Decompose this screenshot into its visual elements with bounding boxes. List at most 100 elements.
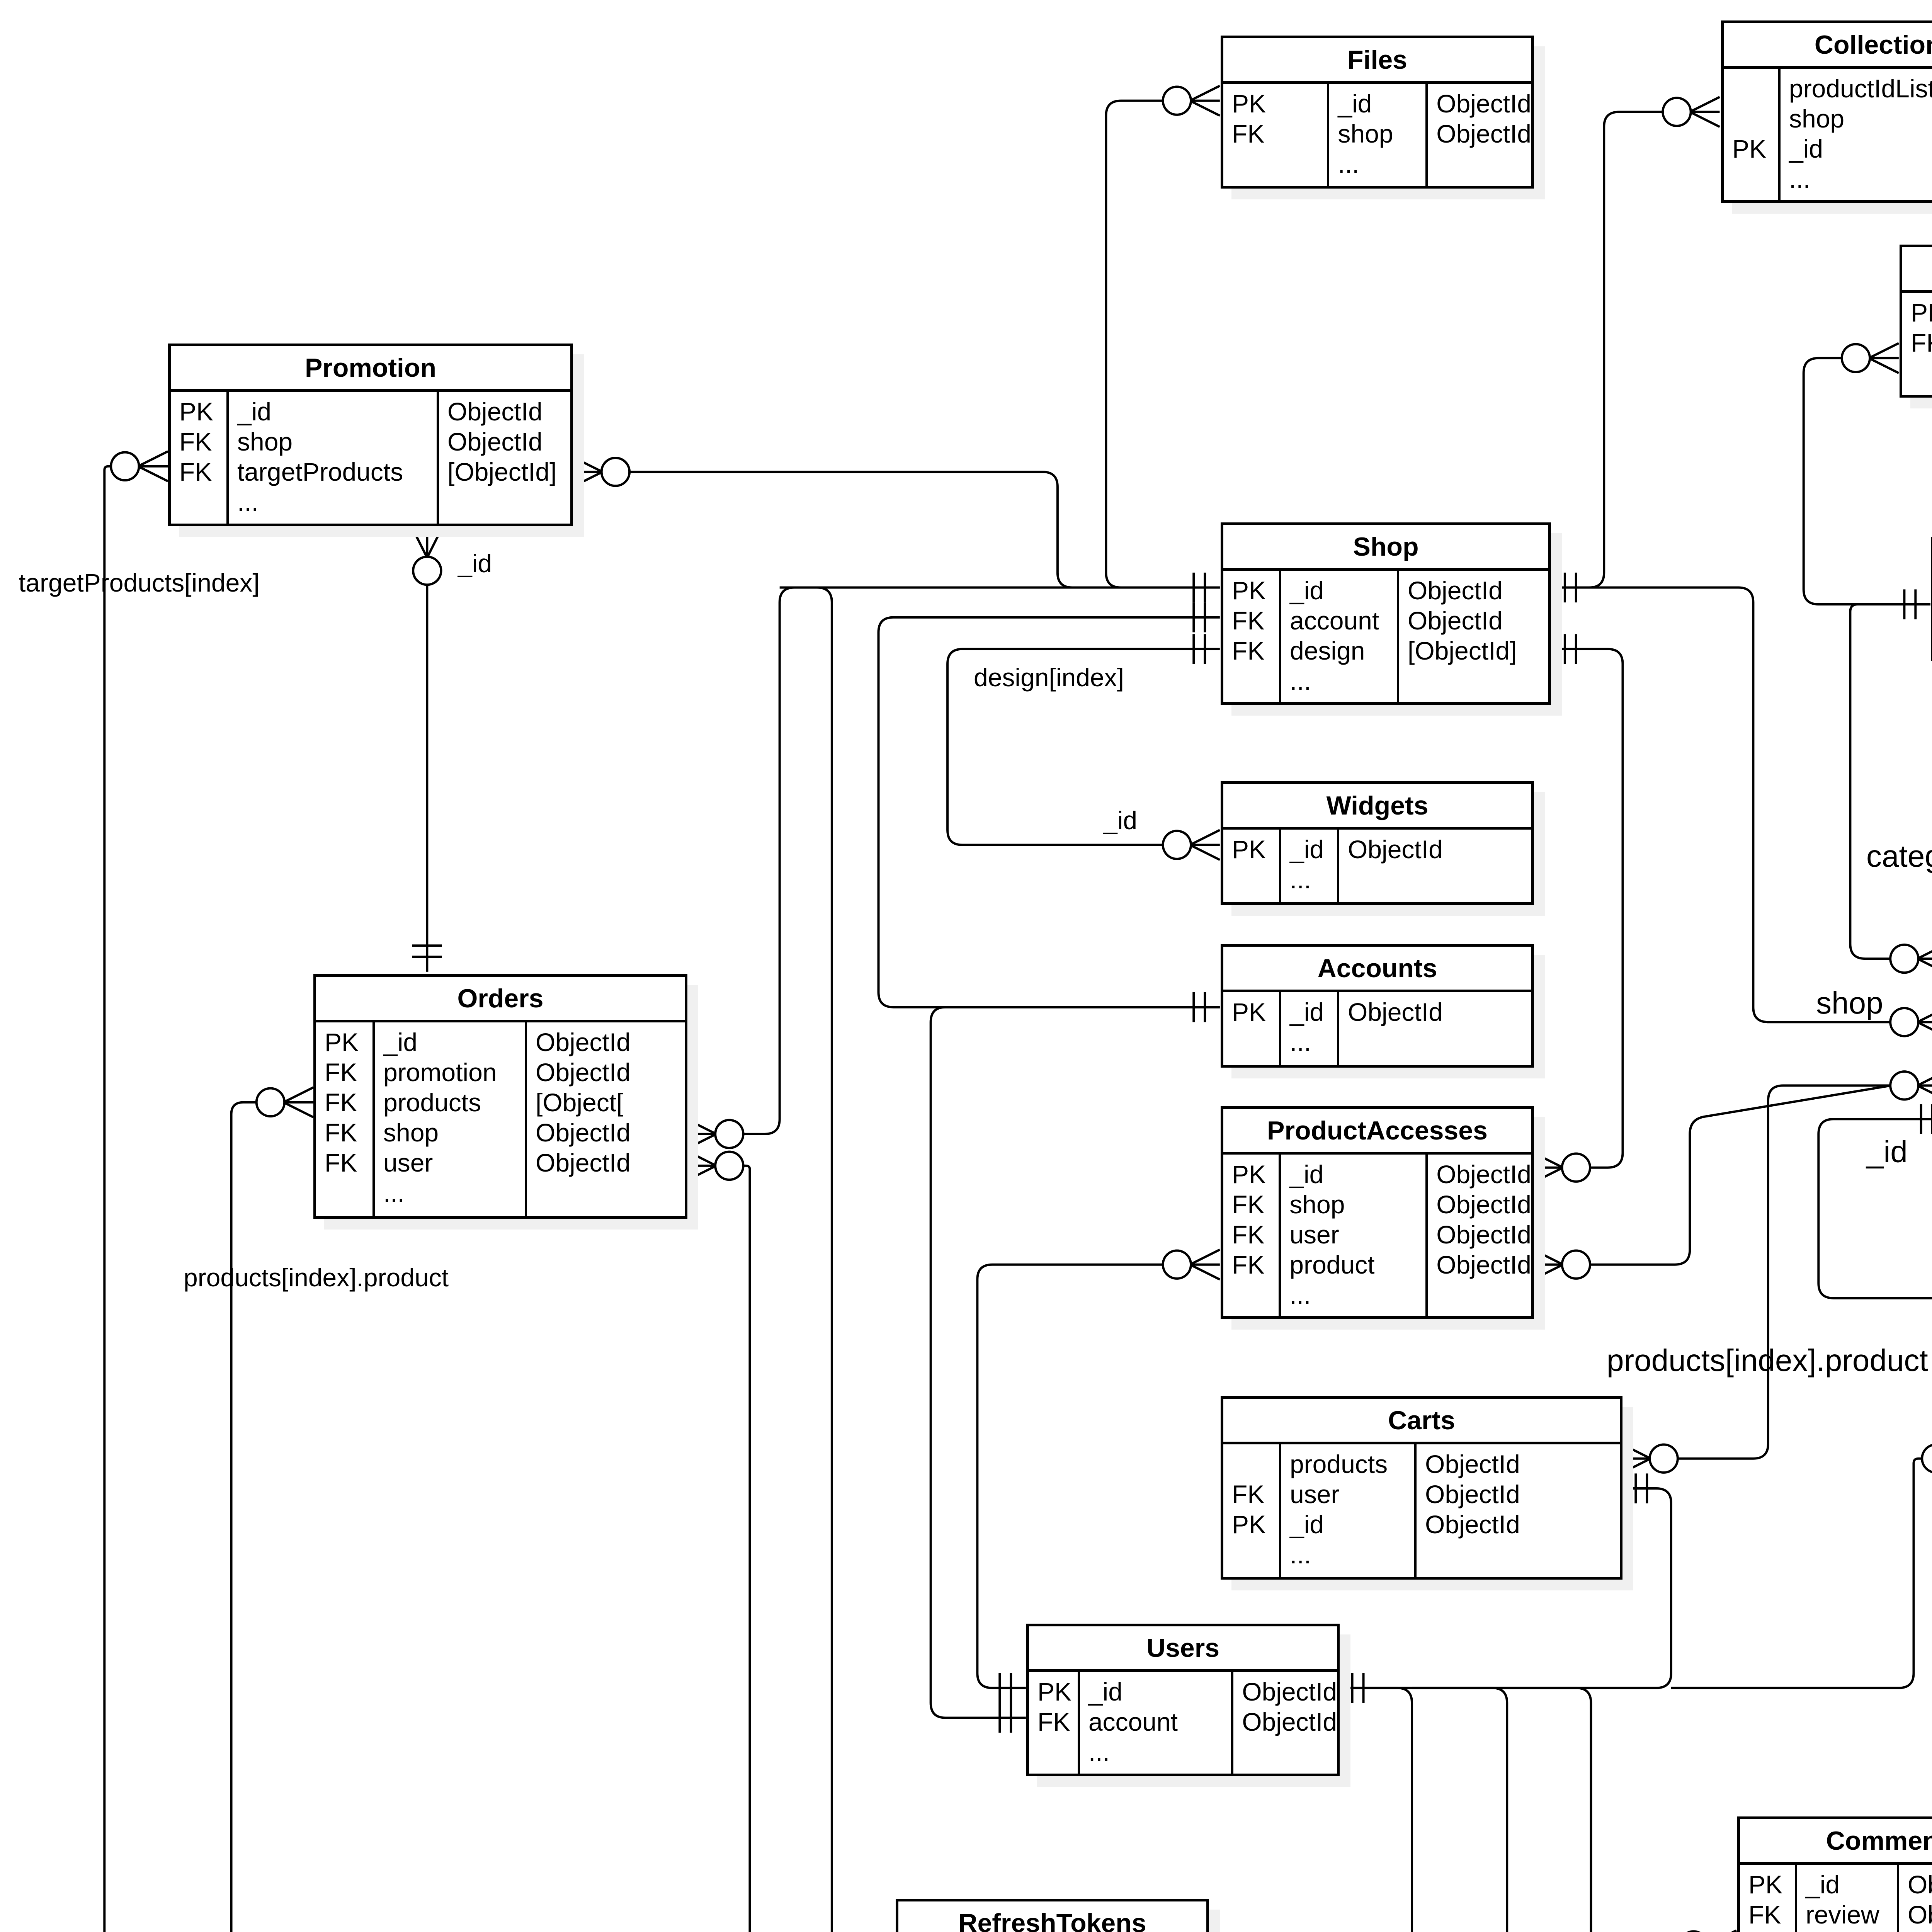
crows-foot-icon	[1689, 111, 1720, 128]
field-key	[1232, 1280, 1279, 1310]
entity-sub-categories[interactable]: SubCategoriesPKFK_idcategory...ObjectIdO…	[1900, 245, 1932, 398]
crows-foot-icon	[1189, 829, 1221, 846]
field-type: ObjectId	[1436, 89, 1531, 118]
field-type: [Object[	[536, 1088, 624, 1117]
label-shop: shop	[1816, 986, 1883, 1020]
field-key: FK	[1232, 606, 1265, 635]
zero-optional-icon	[1889, 1070, 1920, 1101]
field-name: user	[1806, 1930, 1897, 1932]
field-key: PK	[1748, 1870, 1783, 1899]
field-name: shop	[383, 1118, 439, 1147]
entity-collection-types[interactable]: CollectionTypesPKproductIdListshop_id...…	[1721, 20, 1932, 203]
field-name: targetProducts	[237, 457, 403, 486]
crows-foot-icon	[1917, 1021, 1932, 1031]
rel-users-productaccesses	[976, 1263, 1162, 1689]
rel-users-comments	[1412, 1687, 1592, 1932]
field-key: FK	[1037, 1708, 1070, 1736]
field-type: ObjectId	[1436, 1160, 1531, 1189]
crows-foot-icon	[685, 1150, 717, 1167]
rel-users-refreshtokens	[1337, 1687, 1413, 1932]
zero-optional-icon	[1162, 1249, 1192, 1280]
crows-foot-icon	[685, 1118, 717, 1135]
field-name: ...	[383, 1179, 405, 1207]
field-name: user	[383, 1148, 433, 1177]
rel-shop-widgets	[946, 648, 1220, 846]
entity-title: RefreshTokens	[898, 1901, 1206, 1932]
field-type	[536, 1178, 685, 1208]
crows-foot-icon	[1189, 85, 1221, 102]
rel-categories-products	[1849, 603, 1891, 960]
field-name: _id	[1088, 1677, 1122, 1706]
field-key: PK	[1037, 1677, 1072, 1706]
entity-refresh-tokens[interactable]: RefreshTokensPKFK_iduser...ObjectIdObjec…	[896, 1899, 1209, 1932]
entity-title: Accounts	[1223, 947, 1531, 992]
label-category: category	[1866, 839, 1932, 873]
rel-products-promotion	[103, 465, 112, 1932]
field-key: FK	[325, 1088, 357, 1117]
field-key	[1732, 73, 1778, 104]
field-key: FK	[179, 427, 212, 456]
field-type: [ObjectId]	[447, 457, 557, 486]
crows-foot-icon	[1532, 1167, 1564, 1184]
field-key: FK	[1748, 1900, 1781, 1929]
field-key: FK	[1232, 119, 1265, 148]
rel-products-carts	[1677, 1084, 1891, 1460]
entity-categories[interactable]: CategoriesPK_id...ObjectId	[1931, 537, 1932, 661]
zero-optional-icon	[714, 1150, 745, 1181]
field-name: design	[1290, 636, 1365, 665]
crows-foot-icon	[1620, 1458, 1651, 1475]
field-name: shop	[1338, 119, 1393, 148]
field-type: ObjectId	[1908, 1900, 1932, 1929]
zero-optional-icon	[1648, 1443, 1679, 1474]
field-name: product	[1289, 1250, 1375, 1279]
field-type	[1425, 1539, 1620, 1570]
rel-shop-promotion	[630, 471, 1106, 589]
field-name: ...	[1289, 1281, 1311, 1309]
key-column: PK	[1724, 69, 1781, 200]
crows-foot-icon	[1917, 1013, 1932, 1023]
field-name: _id	[383, 1028, 418, 1056]
field-name: ...	[1290, 1028, 1311, 1056]
crows-foot-icon	[1189, 99, 1221, 117]
key-column: PK	[1223, 992, 1281, 1065]
field-name: _id	[1290, 1510, 1324, 1539]
field-name: ...	[1338, 150, 1359, 178]
crows-foot-icon	[1868, 357, 1900, 374]
field-key: PK	[1232, 998, 1266, 1026]
field-type	[1242, 1737, 1337, 1767]
field-key: FK	[1232, 1250, 1265, 1279]
label-orders-products-product: products[index].product	[184, 1263, 449, 1292]
field-name: user	[1290, 1480, 1340, 1509]
rel-shop-collectiontypes	[1550, 111, 1664, 589]
field-name: _id	[237, 397, 272, 426]
field-name: ...	[1088, 1738, 1110, 1766]
crows-foot-icon	[1532, 1248, 1564, 1266]
field-key	[1732, 104, 1778, 134]
crows-foot-icon	[1917, 957, 1932, 968]
crows-foot-icon	[572, 456, 603, 473]
rel-products-orders	[230, 1101, 256, 1932]
entity-comments[interactable]: CommentsPKFKFK_idreviewuser...ObjectIdOb…	[1737, 1816, 1932, 1932]
